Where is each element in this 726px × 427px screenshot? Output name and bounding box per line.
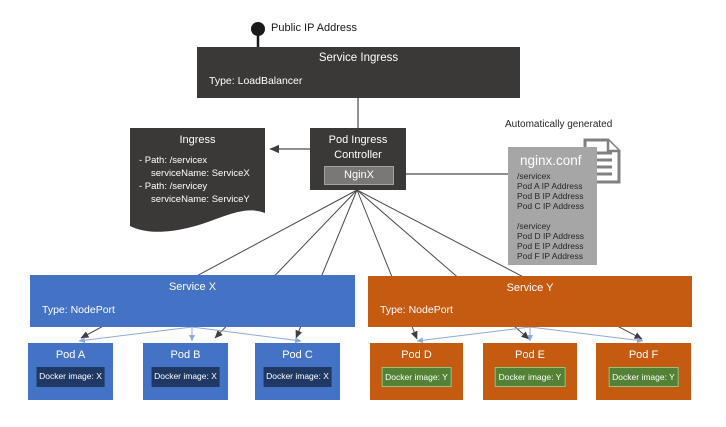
conf-line: /servicex [517, 171, 551, 181]
pod-b-docker-image: Docker image: X [151, 367, 220, 387]
pic-title-line2: Controller [334, 149, 382, 161]
service-ingress-box: Service Ingress Type: LoadBalancer [197, 47, 520, 98]
ingress-servicename-line: serviceName: ServiceX [151, 168, 250, 179]
pod-d-title: Pod D [401, 349, 432, 361]
ingress-path-line: - Path: /servicey [139, 181, 208, 192]
pod-f-box: Pod F Docker image: Y [596, 343, 691, 400]
service-ingress-title: Service Ingress [318, 52, 399, 64]
pod-a-title: Pod A [55, 349, 86, 361]
pod-e-box: Pod E Docker image: Y [483, 343, 577, 400]
pod-c-docker-image: Docker image: X [263, 367, 332, 387]
ingress-title: Ingress [179, 134, 216, 146]
pod-ingress-controller-box: Pod Ingress Controller NginX [310, 128, 406, 190]
service-y-box: Service Y Type: NodePort [368, 276, 692, 327]
pod-e-title: Pod E [515, 349, 545, 361]
auto-generated-note: Automatically generated [505, 119, 613, 130]
service-ingress-type: Type: LoadBalancer [209, 75, 303, 87]
service-y-title: Service Y [506, 282, 554, 294]
service-x-box: Service X Type: NodePort [30, 275, 355, 327]
pod-c-title: Pod C [282, 349, 313, 361]
connector-servicey-to-pods [416, 326, 644, 344]
nginx-conf-title: nginx.conf [520, 153, 582, 168]
conf-line: Pod A IP Address [517, 181, 583, 191]
nginx-engine-box: NginX [324, 166, 394, 185]
pic-title-line1: Pod Ingress [328, 134, 388, 146]
ingress-path-line: - Path: /servicex [139, 155, 208, 166]
conf-line: Pod F IP Address [517, 251, 583, 261]
conf-line: Pod D IP Address [517, 231, 584, 241]
pod-a-docker-image: Docker image: X [36, 367, 105, 387]
public-ip-node-icon [251, 22, 265, 48]
conf-line: /servicey [517, 221, 551, 231]
service-x-type: Type: NodePort [42, 304, 115, 316]
pod-c-box: Pod C Docker image: X [255, 343, 340, 400]
pod-f-docker-image: Docker image: Y [608, 367, 679, 387]
pod-d-box: Pod D Docker image: Y [370, 343, 463, 400]
pod-b-title: Pod B [170, 349, 201, 361]
service-y-type: Type: NodePort [380, 304, 453, 316]
connector-servicex-to-pods [78, 326, 302, 344]
pod-a-box: Pod A Docker image: X [28, 343, 113, 400]
pod-b-box: Pod B Docker image: X [143, 343, 228, 400]
ingress-servicename-line: serviceName: ServiceY [151, 194, 250, 205]
ingress-document-shape [130, 128, 265, 232]
service-x-title: Service X [168, 281, 217, 293]
pod-e-docker-image: Docker image: Y [494, 367, 566, 387]
conf-line: Pod E IP Address [517, 241, 584, 251]
ingress-box: Ingress - Path: /servicex serviceName: S… [130, 128, 265, 206]
public-ip-label: Public IP Address [271, 22, 358, 34]
conf-line: Pod C IP Address [517, 201, 584, 211]
nginx-conf-box: nginx.conf /servicex Pod A IP Address Po… [508, 147, 597, 265]
conf-line: Pod B IP Address [517, 191, 584, 201]
pod-f-title: Pod F [628, 349, 659, 361]
pod-d-docker-image: Docker image: Y [381, 367, 452, 387]
